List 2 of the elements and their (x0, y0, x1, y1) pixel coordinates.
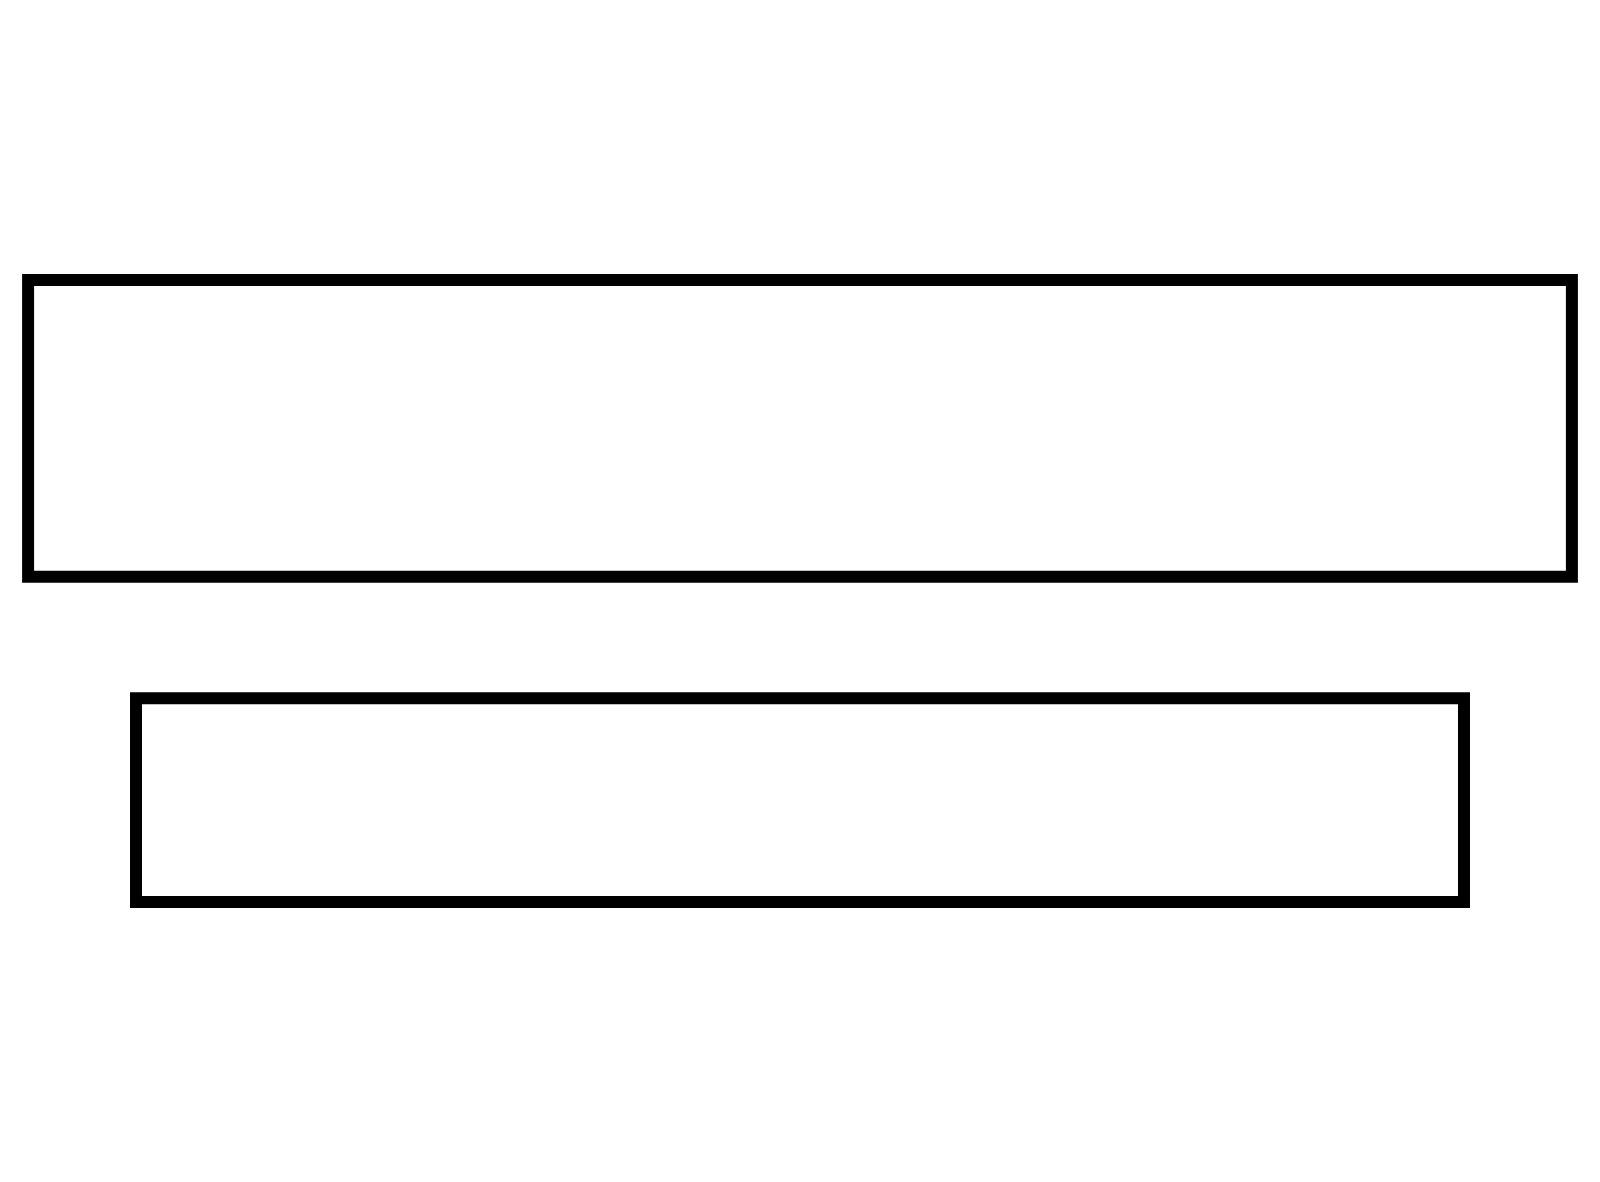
node-box (130, 692, 1470, 908)
node-box (22, 274, 1578, 583)
